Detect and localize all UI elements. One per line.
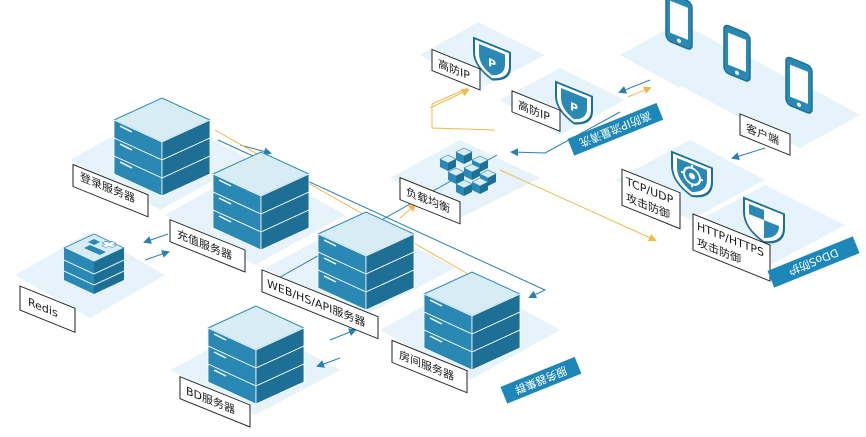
- shield-ip-icon: P: [555, 80, 593, 125]
- cube-3: [447, 167, 465, 184]
- connections: [143, 79, 766, 368]
- redis-node: [63, 233, 125, 294]
- cube-4: [463, 163, 481, 180]
- shield-ip-icon: P: [473, 36, 511, 81]
- phone-icon: [785, 56, 813, 114]
- cube-7: [471, 177, 489, 194]
- server-stacks: [112, 97, 522, 405]
- platforms: [15, 22, 860, 415]
- line-client-tcp: [731, 147, 766, 161]
- phone-icon: [723, 24, 751, 82]
- line-orange-lb-http: [499, 169, 657, 242]
- room-server-stack: [422, 271, 522, 371]
- label-room-server: 房间服务器: [391, 339, 468, 394]
- cubes-icon: [439, 147, 497, 196]
- phone-icon: [665, 0, 693, 50]
- line-tcp-to-lb: [510, 111, 621, 157]
- redis-stack: [63, 233, 125, 294]
- web-server-stack: [316, 211, 416, 311]
- line-orange-highip-2: [429, 88, 470, 109]
- svg-text:P: P: [570, 99, 578, 116]
- label-redis: Redis: [19, 285, 76, 334]
- line-orange-client: [627, 86, 652, 98]
- recharge-server-stack: [211, 151, 311, 251]
- cube-1: [455, 147, 473, 164]
- line-redis-recharge: [143, 233, 169, 244]
- line-client-highip: [618, 79, 651, 94]
- line-bd-web: [329, 328, 357, 341]
- line-redis-recharge-2: [144, 250, 170, 261]
- banner-server-cluster: 服务器集群: [500, 356, 582, 404]
- cube-0: [439, 154, 457, 171]
- line-orange-web-lb: [399, 203, 417, 219]
- login-server-stack: [112, 97, 212, 197]
- shield-icon: [743, 196, 785, 244]
- cube-6: [455, 179, 473, 196]
- line-bd-web-2: [316, 357, 341, 368]
- bd-server-stack: [206, 305, 306, 405]
- medical-cross-icon: [84, 239, 117, 255]
- phones: [665, 0, 813, 114]
- svg-text:P: P: [488, 55, 496, 72]
- gear-shield-icon: [671, 150, 713, 198]
- line-web-to-login: [239, 144, 272, 156]
- line-orange-highip-lb: [431, 87, 496, 131]
- line-recharge-room: [217, 139, 547, 299]
